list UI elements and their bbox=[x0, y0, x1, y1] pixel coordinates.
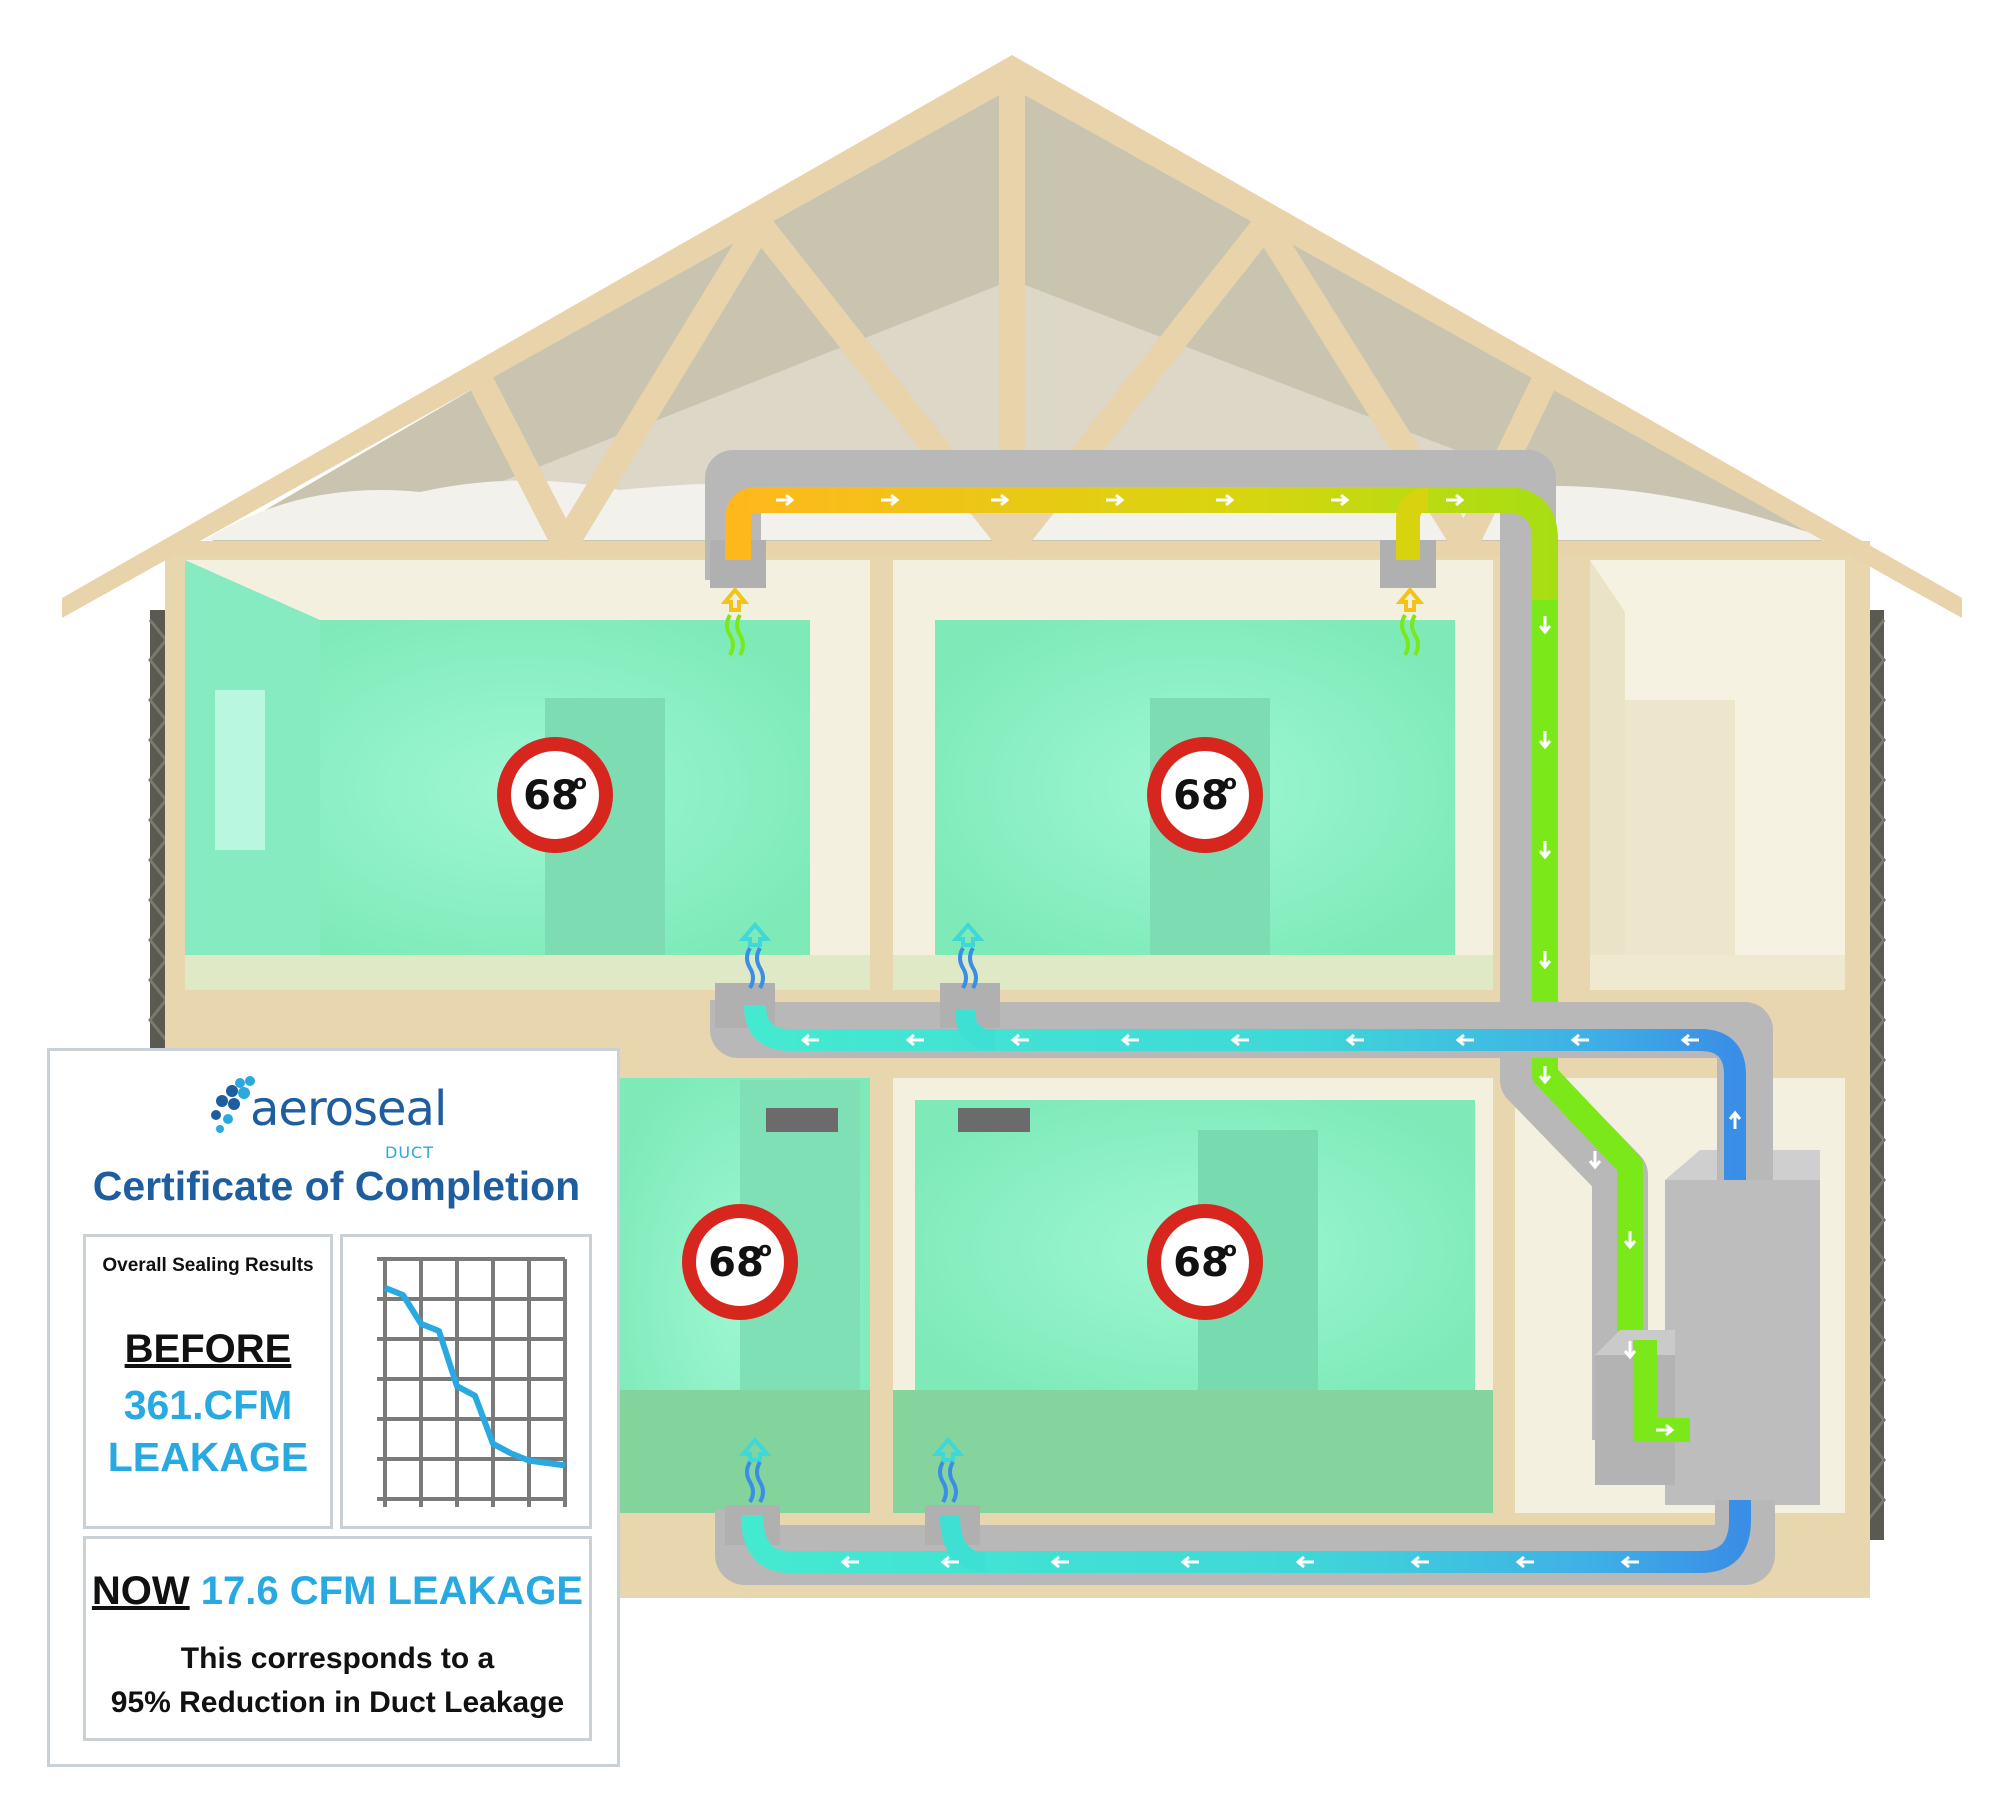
airflow-arrow-icon bbox=[1410, 1555, 1429, 1569]
airflow-arrow-icon bbox=[1010, 1033, 1029, 1047]
logo-wordmark: aeroseal bbox=[250, 1081, 447, 1137]
airflow-arrow-icon bbox=[1515, 1555, 1534, 1569]
airflow-arrow-icon bbox=[1620, 1555, 1639, 1569]
return-duct-upper bbox=[710, 983, 1773, 1180]
airflow-arrow-icon bbox=[1538, 616, 1552, 635]
temp-badge-upstairs-middle: 68 o bbox=[1147, 737, 1263, 853]
description-line1: This corresponds to a bbox=[180, 1642, 495, 1675]
results-title: Overall Sealing Results bbox=[102, 1255, 314, 1276]
airflow-arrows bbox=[776, 493, 1742, 1569]
airflow-arrow-icon bbox=[1680, 1033, 1699, 1047]
airflow-arrow-icon bbox=[1588, 1151, 1602, 1170]
airflow-arrow-icon bbox=[1230, 1033, 1249, 1047]
airflow-arrow-icon bbox=[940, 1555, 959, 1569]
airflow-arrow-icon bbox=[1216, 493, 1235, 507]
before-label: BEFORE bbox=[124, 1327, 292, 1371]
leakage-chart-box bbox=[340, 1234, 592, 1529]
airflow-arrow-icon bbox=[1623, 1231, 1637, 1250]
temp-value: 68 bbox=[1173, 1240, 1229, 1286]
before-value: 361.CFM LEAKAGE bbox=[86, 1379, 330, 1483]
certificate-title: Certificate of Completion bbox=[92, 1163, 581, 1209]
before-value-line1: 361.CFM bbox=[123, 1382, 293, 1428]
logo-subtext: DUCT bbox=[385, 1143, 434, 1162]
airflow-arrow-icon bbox=[1538, 731, 1552, 750]
return-duct-lower bbox=[715, 1500, 1775, 1585]
airflow-arrow-icon bbox=[1623, 1341, 1637, 1360]
temp-degree: o bbox=[1223, 770, 1237, 794]
wall-registers bbox=[766, 1108, 1030, 1132]
chart-series-line bbox=[383, 1285, 566, 1469]
upstairs-rooms bbox=[185, 560, 1845, 990]
airflow-arrow-icon bbox=[905, 1033, 924, 1047]
airflow-arrow-icon bbox=[1295, 1555, 1314, 1569]
leakage-chart bbox=[377, 1257, 567, 1507]
airflow-arrow-icon bbox=[1331, 493, 1350, 507]
aeroseal-logo: aeroseal DUCT bbox=[210, 1071, 470, 1181]
airflow-arrow-icon bbox=[1538, 951, 1552, 970]
airflow-arrow-icon bbox=[776, 493, 795, 507]
airflow-arrow-icon bbox=[1120, 1033, 1139, 1047]
airflow-arrow-icon bbox=[1180, 1555, 1199, 1569]
airflow-arrow-icon bbox=[1656, 1423, 1675, 1437]
airflow-arrow-icon bbox=[1538, 1066, 1552, 1085]
siding-right bbox=[1866, 610, 1886, 1540]
temp-badge-downstairs-left: 68 o bbox=[682, 1204, 798, 1320]
airflow-arrow-icon bbox=[1050, 1555, 1069, 1569]
before-value-line2: LEAKAGE bbox=[107, 1434, 309, 1480]
airflow-arrow-icon bbox=[1106, 493, 1125, 507]
airflow-arrow-icon bbox=[1345, 1033, 1364, 1047]
now-line: NOW 17.6 CFM LEAKAGE bbox=[86, 1569, 589, 1614]
temp-value: 68 bbox=[523, 773, 579, 819]
certificate-card: aeroseal DUCT Certificate of Completion … bbox=[47, 1048, 620, 1767]
temp-badge-upstairs-left: 68 o bbox=[497, 737, 613, 853]
temp-value: 68 bbox=[1173, 773, 1229, 819]
airflow-arrow-icon bbox=[840, 1555, 859, 1569]
airflow-arrow-icon bbox=[1455, 1033, 1474, 1047]
now-value: 17.6 CFM LEAKAGE bbox=[200, 1569, 584, 1613]
logo-dots-icon bbox=[211, 1076, 255, 1133]
temp-value: 68 bbox=[708, 1240, 764, 1286]
temp-badge-downstairs-middle: 68 o bbox=[1147, 1204, 1263, 1320]
furnace bbox=[1595, 1150, 1820, 1505]
results-box: Overall Sealing Results BEFORE 361.CFM L… bbox=[83, 1234, 333, 1529]
reduction-description: This corresponds to a 95% Reduction in D… bbox=[86, 1637, 589, 1725]
temp-degree: o bbox=[1223, 1237, 1237, 1261]
airflow-arrow-icon bbox=[1538, 841, 1552, 860]
siding-left bbox=[148, 610, 168, 1050]
airflow-arrow-icon bbox=[881, 493, 900, 507]
airflow-arrow-icon bbox=[991, 493, 1010, 507]
now-label: NOW bbox=[91, 1569, 190, 1613]
description-line2: 95% Reduction in Duct Leakage bbox=[110, 1686, 565, 1719]
airflow-arrow-icon bbox=[800, 1033, 819, 1047]
temp-degree: o bbox=[573, 770, 587, 794]
vent-wisps bbox=[720, 586, 1425, 1504]
summary-box: NOW 17.6 CFM LEAKAGE This corresponds to… bbox=[83, 1536, 592, 1741]
airflow-arrow-icon bbox=[1728, 1110, 1742, 1129]
temp-degree: o bbox=[758, 1237, 772, 1261]
airflow-arrow-icon bbox=[1446, 493, 1465, 507]
airflow-arrow-icon bbox=[1570, 1033, 1589, 1047]
